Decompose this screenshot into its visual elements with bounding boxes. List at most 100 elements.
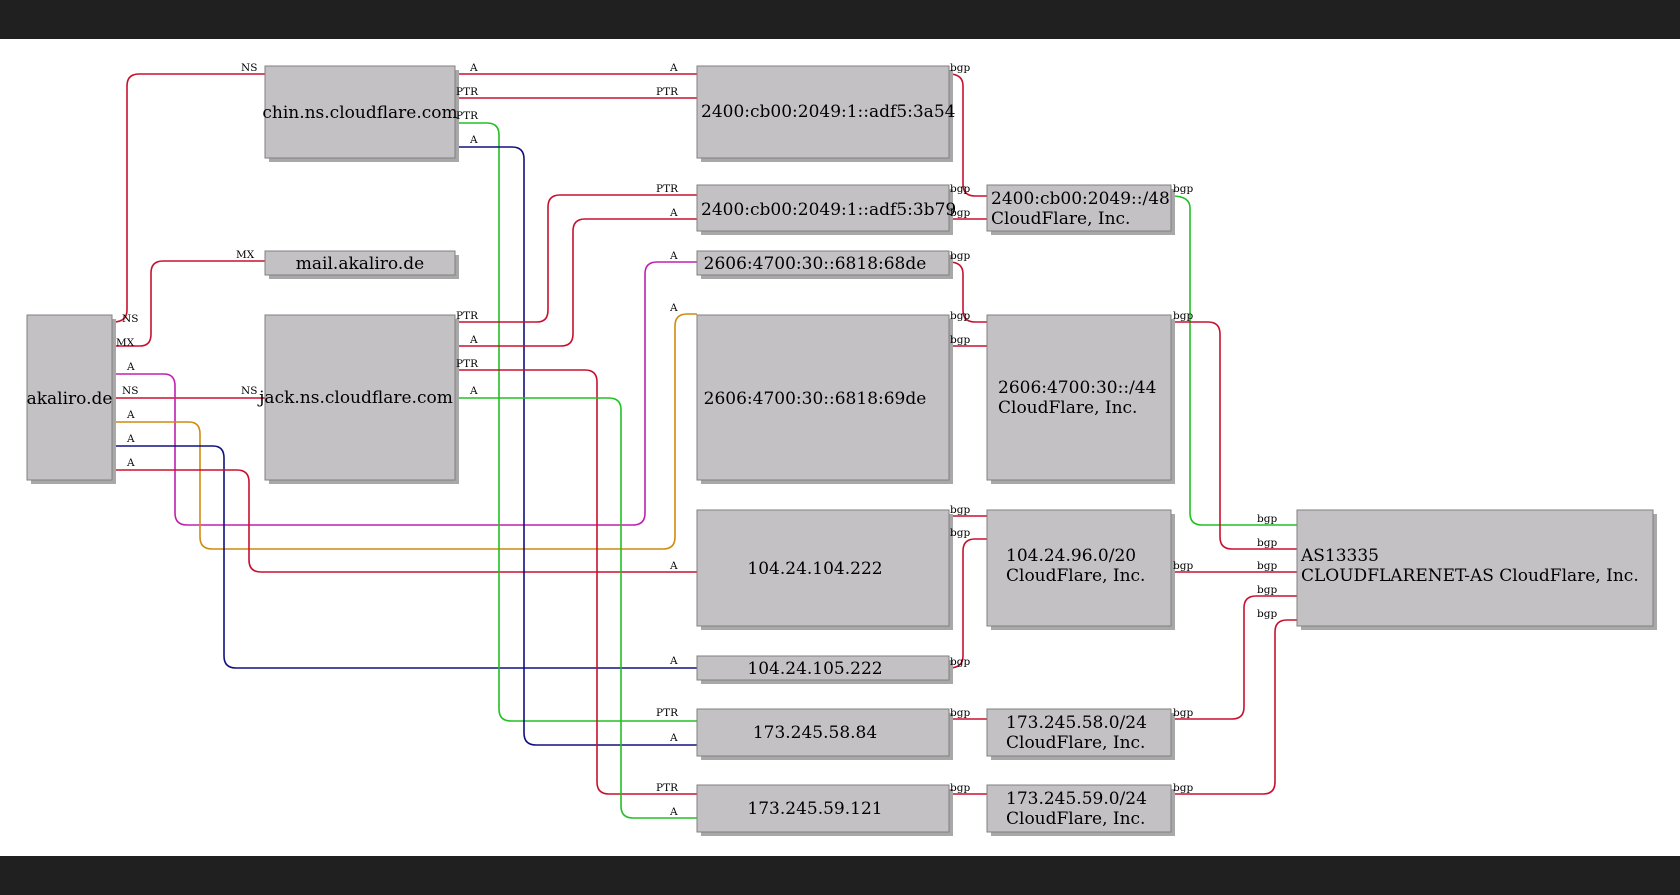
port-label: bgp [950, 782, 970, 794]
node-label: 2606:4700:30::/44 [998, 378, 1156, 398]
edge-akaliro-105-a [113, 445, 697, 669]
port-label: NS [122, 313, 138, 325]
edge-68de-net2606-bgp [948, 261, 987, 323]
node-ip4-58-84[interactable]: 173.245.58.84 [696, 708, 953, 760]
port-label: MX [116, 337, 135, 349]
node-ip6-68de[interactable]: 2606:4700:30::6818:68de [696, 250, 953, 279]
node-ip4-104-222[interactable]: 104.24.104.222 [696, 509, 953, 630]
node-label: chin.ns.cloudflare.com [262, 103, 457, 123]
port-label: A [669, 250, 678, 262]
port-label: bgp [1257, 513, 1277, 525]
node-ip4-59-121[interactable]: 173.245.59.121 [696, 784, 953, 836]
port-label: PTR [456, 358, 479, 370]
port-label: NS [122, 385, 138, 397]
node-as13335[interactable]: AS13335 CLOUDFLARENET-AS CloudFlare, Inc… [1296, 509, 1657, 630]
node-label: AS13335 [1300, 546, 1379, 566]
port-label: A [669, 207, 678, 219]
port-label: A [126, 433, 135, 445]
port-label: A [669, 732, 678, 744]
edge-jack-59121-ptr [456, 369, 697, 795]
port-label: bgp [1173, 707, 1193, 719]
edge-jack-59121-a [456, 397, 697, 819]
edge-akaliro-69de-a [113, 313, 697, 550]
node-net-173-59[interactable]: 173.245.59.0/24 CloudFlare, Inc. [986, 784, 1175, 836]
edge-chin-5884-a [456, 146, 697, 746]
edge-a54-net2400-bgp [948, 73, 987, 197]
edge-net2400-as-bgp [1171, 195, 1297, 526]
port-label: PTR [456, 86, 479, 98]
node-net-104[interactable]: 104.24.96.0/20 CloudFlare, Inc. [986, 509, 1175, 630]
port-label: bgp [1257, 608, 1277, 620]
edge-net17358-as-bgp [1172, 595, 1297, 720]
node-label: CLOUDFLARENET-AS CloudFlare, Inc. [1301, 566, 1639, 586]
node-label: 173.245.59.121 [747, 799, 882, 819]
port-label: NS [241, 385, 257, 397]
node-label: 2400:cb00:2049::/48 [991, 189, 1170, 209]
port-label: PTR [456, 310, 479, 322]
port-label: PTR [656, 183, 679, 195]
port-label: bgp [950, 207, 970, 219]
edge-net17359-as-bgp [1172, 619, 1297, 795]
node-label: CloudFlare, Inc. [1006, 733, 1145, 753]
port-label: bgp [1257, 537, 1277, 549]
port-label: bgp [1173, 560, 1193, 572]
node-net-2400[interactable]: 2400:cb00:2049::/48 CloudFlare, Inc. [986, 184, 1175, 235]
node-label: 173.245.58.0/24 [1006, 713, 1147, 733]
node-label: 2400:cb00:2049:1::adf5:3a54 [701, 102, 955, 122]
port-label: bgp [1173, 310, 1193, 322]
port-label: A [126, 457, 135, 469]
edge-net2606-as-bgp [1172, 321, 1297, 550]
port-label: A [669, 655, 678, 667]
port-label: bgp [950, 504, 970, 516]
node-ip6-3a54[interactable]: 2400:cb00:2049:1::adf5:3a54 [696, 65, 955, 162]
dns-graph: akaliro.de chin.ns.cloudflare.com mail.a… [26, 62, 1657, 836]
edge-jack-b79-a [456, 218, 697, 347]
node-ip4-105-222[interactable]: 104.24.105.222 [696, 655, 953, 684]
node-label: CloudFlare, Inc. [1006, 566, 1145, 586]
node-label: jack.ns.cloudflare.com [257, 388, 453, 408]
port-label: A [469, 134, 478, 146]
bottom-bar [0, 856, 1680, 895]
node-label: mail.akaliro.de [296, 254, 424, 274]
node-chin-ns[interactable]: chin.ns.cloudflare.com [262, 65, 459, 162]
port-label: MX [236, 249, 255, 261]
edge-akaliro-mail-mx [113, 260, 265, 347]
port-label: bgp [950, 310, 970, 322]
port-label: bgp [1257, 560, 1277, 572]
port-label: PTR [456, 110, 479, 122]
node-jack-ns[interactable]: jack.ns.cloudflare.com [257, 314, 459, 484]
port-label: PTR [656, 86, 679, 98]
edge-akaliro-68de-a [113, 261, 697, 526]
port-label: bgp [950, 707, 970, 719]
edge-akaliro-104-a [113, 469, 697, 573]
node-label: 173.245.59.0/24 [1006, 789, 1147, 809]
port-label: bgp [1173, 782, 1193, 794]
node-ip6-69de[interactable]: 2606:4700:30::6818:69de [696, 314, 953, 484]
node-net-173-58[interactable]: 173.245.58.0/24 CloudFlare, Inc. [986, 708, 1175, 760]
edge-akaliro-chin-ns [112, 73, 265, 323]
edges [112, 73, 1297, 819]
port-label: bgp [950, 183, 970, 195]
node-label: 104.24.104.222 [747, 559, 882, 579]
port-label: A [669, 806, 678, 818]
port-label: bgp [950, 334, 970, 346]
node-label: 104.24.105.222 [747, 659, 882, 679]
node-label: akaliro.de [27, 389, 113, 409]
edge-jack-b79-ptr [456, 194, 697, 323]
port-label: A [469, 62, 478, 74]
port-label: A [669, 560, 678, 572]
node-akaliro[interactable]: akaliro.de [26, 314, 116, 484]
diagram-canvas: akaliro.de chin.ns.cloudflare.com mail.a… [0, 39, 1680, 856]
node-label: CloudFlare, Inc. [1006, 809, 1145, 829]
node-label: 2606:4700:30::6818:69de [704, 389, 927, 409]
port-label: bgp [1257, 584, 1277, 596]
node-label: 2400:cb00:2049:1::adf5:3b79 [701, 200, 956, 220]
edge-105222-net104-bgp [948, 538, 987, 669]
port-label: A [469, 385, 478, 397]
port-label: A [126, 409, 135, 421]
node-mail[interactable]: mail.akaliro.de [264, 250, 459, 279]
node-ip6-3b79[interactable]: 2400:cb00:2049:1::adf5:3b79 [696, 184, 956, 235]
port-label: bgp [950, 527, 970, 539]
node-label: 2606:4700:30::6818:68de [704, 254, 927, 274]
node-net-2606[interactable]: 2606:4700:30::/44 CloudFlare, Inc. [986, 314, 1175, 484]
